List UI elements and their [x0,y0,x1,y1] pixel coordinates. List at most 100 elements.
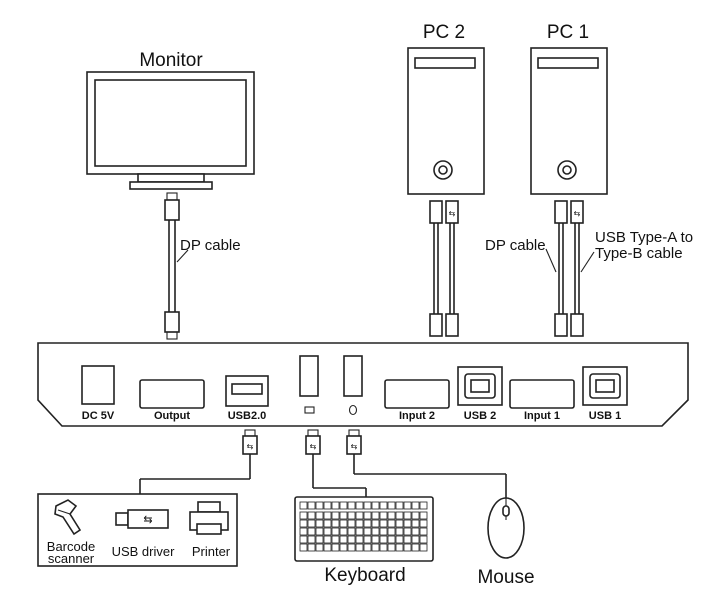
pc2-usb-plug-bottom [445,313,459,337]
keyboard-port-icon [304,406,315,414]
dp-plug-top-tip [166,192,178,201]
keyboard-key [379,543,388,552]
keyboard-key [419,501,428,510]
input2-port-label: Input 2 [399,410,435,422]
keyboard-key [355,527,364,536]
keyboard-key [371,535,380,544]
keyboard-key [363,527,372,536]
keyboard-key [331,543,340,552]
keyboard-key [411,527,420,536]
keyboard-key [331,519,340,528]
keyboard-key [363,519,372,528]
keyboard-key [419,511,428,520]
keyboard-key [347,511,356,520]
keyboard-key [419,519,428,528]
monitor-stand [137,173,205,183]
pc2-label: PC 2 [423,22,465,43]
keyboard-key [299,527,308,536]
keyboard-key [411,543,420,552]
printer-icon [189,501,229,535]
keyboard-key [379,511,388,520]
pc1-dp-plug-bottom [554,313,568,337]
keyboard-keys [299,501,428,552]
keyboard-key [347,519,356,528]
keyboard-usb-port [299,355,319,397]
keyboard-key [323,527,332,536]
keyboard-key [339,527,348,536]
dp-cable-pc-label: DP cable [485,237,546,254]
keyboard-key [363,511,372,520]
keyboard-key [411,535,420,544]
keyboard-key [403,543,412,552]
mouse-cable: ⇆ [346,429,507,498]
keyboard-key [387,501,396,510]
keyboard-key [379,527,388,536]
keyboard-key [419,535,428,544]
svg-text:⇆: ⇆ [351,442,358,451]
keyboard-key [339,543,348,552]
input1-port [509,379,575,409]
keyboard-key [315,527,324,536]
keyboard-key [339,519,348,528]
keyboard-key [355,543,364,552]
pc2-tower [407,47,485,195]
usb-driver-icon: ⇆ [115,509,169,529]
keyboard-key [371,527,380,536]
kvm-switch [37,342,689,427]
barcode-label-line2: scanner [48,551,95,566]
usb20-port-label: USB2.0 [228,410,267,422]
dp-cable-monitor [164,192,189,340]
keyboard-key [395,501,404,510]
svg-text:⇆: ⇆ [247,442,254,451]
keyboard-key [387,519,396,528]
keyboard-key [323,501,332,510]
keyboard-key [363,535,372,544]
keyboard-key [299,535,308,544]
keyboard-key [371,511,380,520]
svg-text:⇆: ⇆ [143,514,152,526]
keyboard-key [315,519,324,528]
printer-label: Printer [192,544,231,559]
keyboard-key [299,519,308,528]
monitor-base [129,181,213,190]
pc2-cables: ⇆ [429,200,459,337]
keyboard-key [315,535,324,544]
usb-hub-cable: ⇆ [139,429,258,494]
keyboard-key [419,543,428,552]
keyboard-key [315,511,324,520]
svg-text:⇆: ⇆ [574,209,581,218]
keyboard-key [307,543,316,552]
keyboard-key [347,501,356,510]
keyboard-key [331,535,340,544]
output-port-label: Output [154,410,190,422]
keyboard-key [403,511,412,520]
pc1-usb-plug-top [570,200,584,224]
keyboard-key [379,535,388,544]
keyboard-key [323,519,332,528]
pc2-usb-plug-top [445,200,459,224]
pc1-usb-plug-bottom [570,313,584,337]
keyboard-key [379,519,388,528]
keyboard-key [315,543,324,552]
keyboard-key [331,501,340,510]
svg-text:⇆: ⇆ [449,209,456,218]
input2-port [384,379,450,409]
keyboard-key [371,519,380,528]
keyboard-key [323,543,332,552]
dp-label-leader [176,249,189,263]
mouse-label: Mouse [477,567,534,588]
usb2-port-label: USB 2 [464,410,496,422]
keyboard-label: Keyboard [324,565,405,586]
keyboard-key [307,511,316,520]
keyboard-key [355,511,364,520]
keyboard-cable: ⇆ [305,429,367,497]
dp-plug-bottom [164,311,180,333]
monitor [86,71,255,190]
mouse-port-icon [348,404,358,416]
keyboard-key [299,501,308,510]
keyboard-key [387,543,396,552]
keyboard-key [299,511,308,520]
keyboard-key [355,501,364,510]
keyboard-key [347,543,356,552]
keyboard-key [339,511,348,520]
